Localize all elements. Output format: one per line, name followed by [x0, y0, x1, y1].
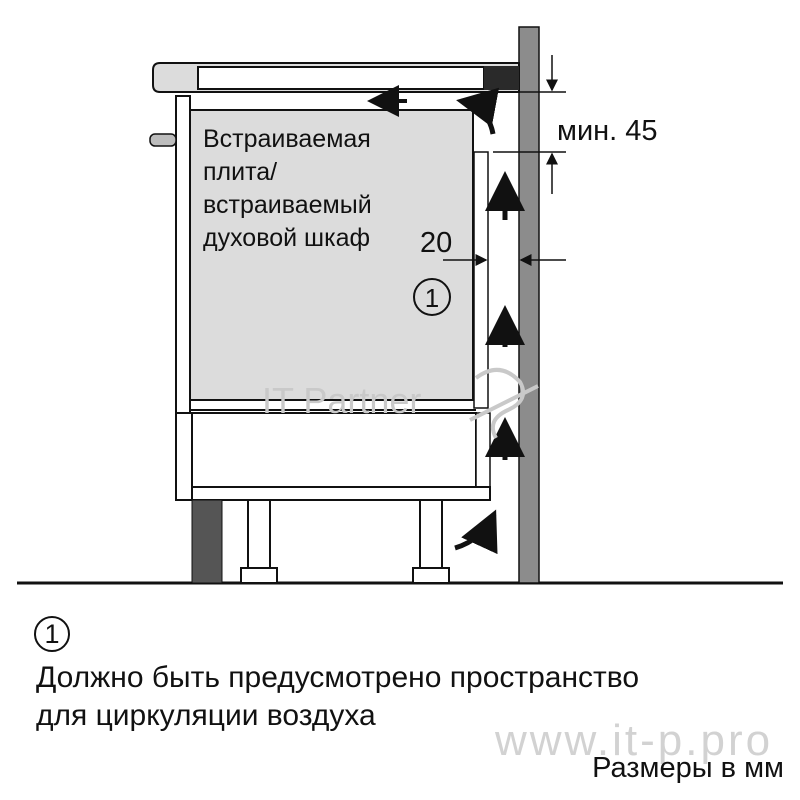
dim-side-label: 20 [420, 227, 452, 259]
legend-text-line-1: Должно быть предусмотрено пространство [36, 661, 640, 694]
callout-number: 1 [425, 283, 439, 313]
appliance-label-line-2: плита/ [203, 158, 277, 186]
leg-right-foot [412, 567, 450, 584]
leg-left [247, 499, 271, 571]
airflow-bottom-arrow [454, 509, 498, 555]
rear-panel [473, 151, 489, 409]
leg-left-foot [240, 567, 278, 584]
legend-text-line-2: для циркуляции воздуха [36, 699, 376, 732]
footer-watermark: www.it-p.pro [495, 716, 774, 765]
drawer-box [191, 412, 477, 488]
airflow-top-curve-arrow [456, 87, 500, 135]
dim-top-label: мин. 45 [557, 115, 658, 147]
oven-body [189, 109, 474, 401]
appliance-label-line-1: Встраиваемая [203, 125, 371, 153]
watermark-text: IT Partner [262, 380, 421, 421]
callout-circle [413, 278, 451, 316]
watermark-logo [469, 368, 539, 439]
units-note: Размеры в мм [592, 752, 784, 784]
drawer [175, 412, 193, 501]
appliance-label-line-4: духовой шкаф [203, 224, 370, 252]
cabinet-handle [149, 133, 177, 147]
base-rail [191, 486, 491, 501]
hob-edge [484, 66, 519, 90]
plinth [191, 499, 223, 584]
drawer-back [475, 412, 491, 488]
hob-glass [197, 66, 485, 90]
appliance-label-line-3: встраиваемый [203, 191, 372, 219]
leg-right [419, 499, 443, 571]
legend-number-badge: 1 [34, 616, 70, 652]
wall [518, 26, 540, 584]
